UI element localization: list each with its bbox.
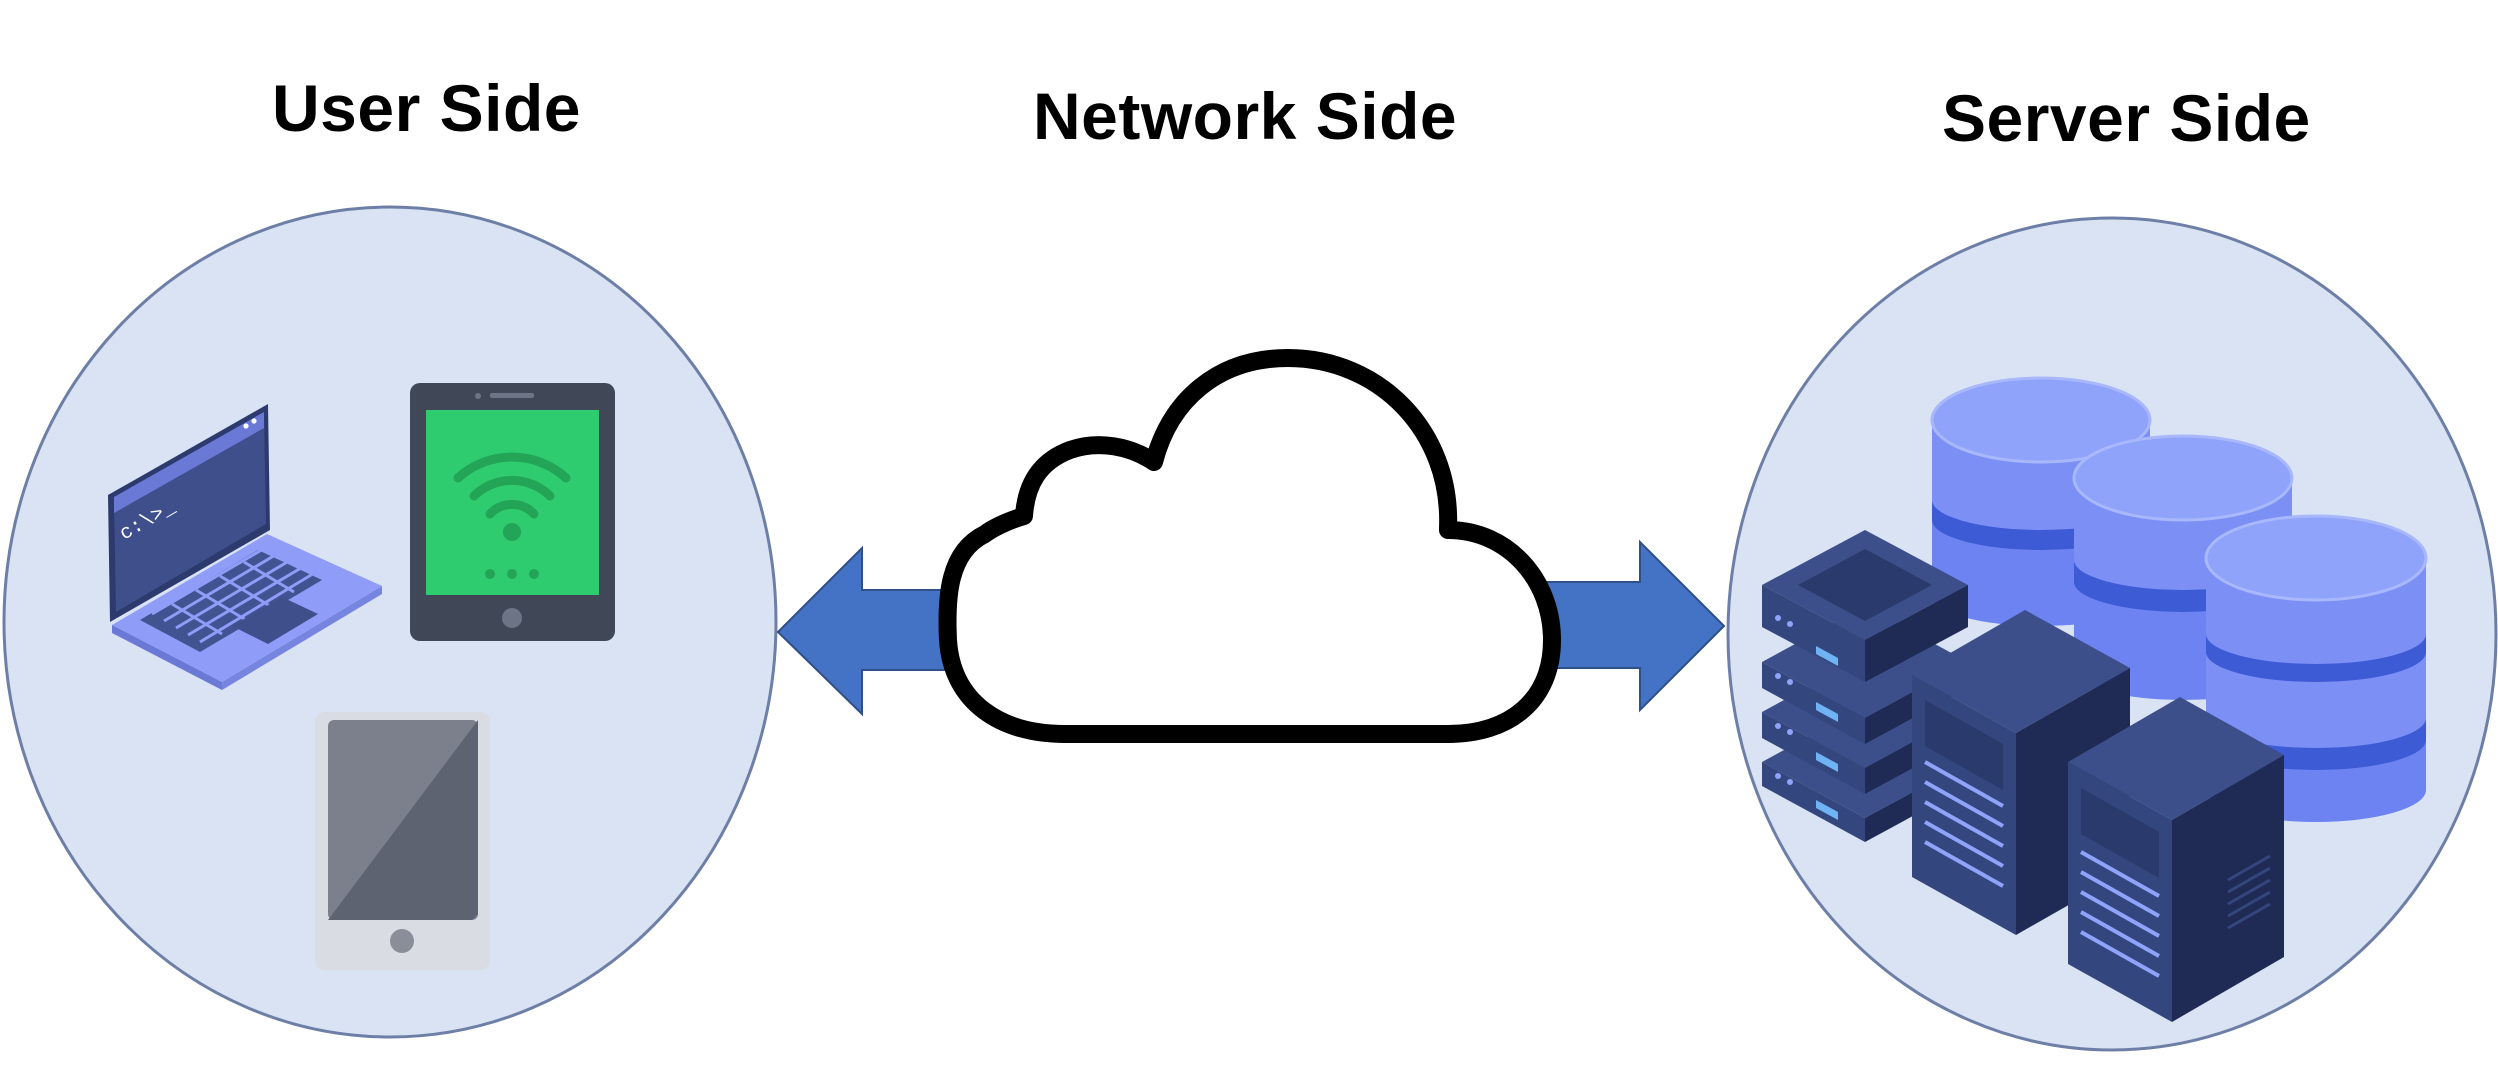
network-side-title: Network Side (1033, 79, 1458, 153)
tablet-icon (410, 383, 615, 641)
database-icon (1930, 376, 2428, 822)
smartphone-icon (315, 712, 490, 970)
laptop-icon: c:\>_ (108, 404, 382, 690)
tower-server-icon (2068, 697, 2284, 1022)
user-side-title: User Side (272, 71, 581, 145)
server-side-title: Server Side (1942, 81, 2311, 155)
cloud-icon (938, 349, 1561, 743)
